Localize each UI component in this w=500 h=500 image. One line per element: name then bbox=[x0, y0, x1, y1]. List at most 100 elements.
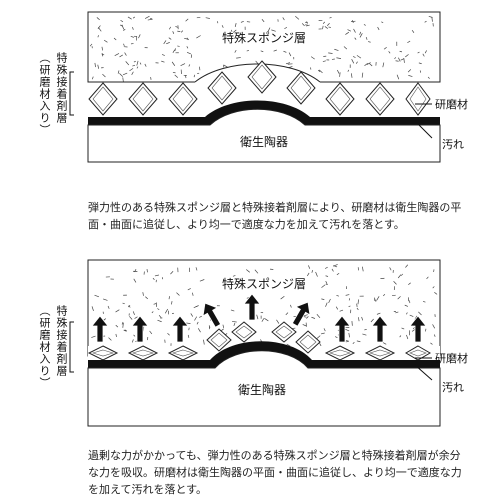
sponge-fleck bbox=[322, 21, 326, 24]
sponge-fleck bbox=[203, 339, 205, 345]
sponge-fleck bbox=[172, 31, 175, 34]
sponge-fleck bbox=[403, 57, 405, 63]
sponge-fleck bbox=[418, 311, 422, 316]
sponge-fleck bbox=[131, 71, 134, 75]
sponge-fleck bbox=[186, 51, 191, 55]
sponge-fleck bbox=[221, 25, 224, 28]
sponge-fleck bbox=[232, 275, 236, 277]
label-sponge: 特殊スポンジ層 bbox=[222, 276, 306, 291]
sponge-fleck bbox=[317, 69, 321, 72]
sponge-fleck bbox=[400, 58, 404, 61]
sponge-fleck bbox=[308, 265, 311, 269]
sponge-fleck bbox=[310, 56, 315, 60]
sponge-fleck bbox=[397, 274, 402, 279]
sponge-fleck bbox=[94, 62, 96, 68]
sponge-fleck bbox=[119, 24, 123, 27]
abrasive-diamond bbox=[271, 321, 297, 343]
sponge-fleck bbox=[430, 342, 433, 345]
sponge-fleck bbox=[195, 267, 198, 271]
sponge-fleck bbox=[282, 17, 285, 21]
abrasive-diamond bbox=[207, 71, 237, 105]
sponge-fleck bbox=[154, 274, 159, 277]
sponge-fleck bbox=[149, 17, 153, 20]
sponge-fleck bbox=[344, 328, 350, 332]
sponge-fleck bbox=[151, 311, 154, 314]
sponge-fleck bbox=[432, 324, 436, 329]
stain-layer bbox=[88, 341, 440, 368]
sponge-fleck bbox=[223, 64, 228, 68]
sponge-fleck bbox=[208, 325, 211, 328]
sponge-fleck bbox=[246, 269, 250, 273]
sponge-fleck bbox=[101, 53, 105, 56]
sponge-fleck bbox=[374, 297, 376, 301]
sponge-fleck bbox=[119, 54, 123, 58]
sponge-fleck bbox=[288, 52, 292, 57]
sponge-fleck bbox=[406, 312, 408, 315]
sponge-fleck bbox=[276, 319, 280, 324]
sponge-fleck bbox=[119, 73, 124, 77]
sponge-fleck bbox=[246, 49, 250, 52]
sponge-fleck bbox=[364, 63, 368, 67]
sponge-fleck bbox=[103, 39, 108, 43]
label-ceramic: 衛生陶器 bbox=[240, 134, 288, 149]
sponge-fleck bbox=[401, 327, 405, 330]
abrasive-diamond bbox=[286, 71, 316, 105]
sponge-fleck bbox=[336, 294, 340, 297]
sponge-fleck bbox=[180, 63, 186, 66]
sponge-fleck bbox=[127, 16, 132, 20]
abrasive-diamond-facet bbox=[210, 332, 228, 348]
diagram-normal-pressure: 特殊スポンジ層 衛生陶器 研磨材 汚れ 特殊接着剤層 （研磨材入り） bbox=[0, 0, 500, 175]
sponge-fleck bbox=[123, 43, 125, 46]
sponge-fleck bbox=[123, 329, 127, 332]
sponge-fleck bbox=[174, 48, 176, 52]
sponge-fleck bbox=[295, 15, 300, 20]
sponge-fleck bbox=[230, 29, 233, 32]
sponge-fleck bbox=[230, 309, 235, 312]
label-stain: 汚れ bbox=[442, 138, 464, 151]
sponge-fleck bbox=[324, 26, 328, 29]
sponge-fleck bbox=[175, 25, 178, 28]
sponge-fleck bbox=[124, 329, 127, 332]
sponge-fleck bbox=[171, 61, 176, 66]
sponge-fleck bbox=[91, 76, 94, 80]
sponge-fleck bbox=[285, 62, 291, 65]
sponge-fleck bbox=[353, 28, 356, 33]
sponge-fleck bbox=[324, 266, 328, 269]
sponge-fleck bbox=[133, 334, 136, 337]
sponge-fleck bbox=[117, 70, 120, 74]
force-arrows bbox=[91, 293, 427, 343]
sponge-fleck bbox=[333, 265, 338, 268]
sponge-fleck bbox=[144, 15, 150, 19]
sponge-fleck bbox=[193, 74, 196, 78]
sponge-fleck bbox=[172, 71, 176, 74]
sponge-fleck bbox=[197, 328, 201, 333]
caption-excess: 過剰な力がかかっても、弾力性のある特殊スポンジ層と特殊接着剤層が余分な力を吸収。… bbox=[88, 449, 462, 496]
sponge-fleck bbox=[400, 273, 404, 276]
sponge-fleck bbox=[199, 279, 205, 282]
force-arrow bbox=[333, 315, 351, 343]
sponge-fleck bbox=[144, 63, 147, 67]
sponge-fleck bbox=[361, 72, 364, 78]
abrasive-diamond-facet bbox=[290, 75, 312, 101]
sponge-fleck bbox=[138, 34, 141, 39]
sponge-fleck bbox=[170, 271, 174, 275]
sponge-fleck bbox=[164, 308, 169, 314]
sponge-fleck bbox=[361, 316, 364, 321]
sponge-fleck bbox=[395, 60, 399, 62]
sponge-fleck bbox=[303, 314, 308, 317]
sponge-fleck bbox=[368, 41, 371, 43]
sponge-fleck bbox=[302, 324, 307, 327]
sponge-fleck bbox=[145, 296, 149, 300]
sponge-fleck bbox=[186, 46, 189, 49]
sponge-fleck bbox=[350, 73, 353, 78]
abrasive-diamond-facet bbox=[329, 86, 351, 112]
sponge-fleck bbox=[328, 52, 333, 54]
sponge-fleck bbox=[323, 328, 326, 332]
sponge-fleck bbox=[418, 62, 422, 65]
sponge-fleck bbox=[311, 316, 316, 319]
abrasive-diamond-facet bbox=[368, 349, 392, 357]
sponge-fleck bbox=[193, 305, 198, 309]
sponge-fleck bbox=[356, 307, 359, 311]
label-stain: 汚れ bbox=[442, 381, 464, 394]
